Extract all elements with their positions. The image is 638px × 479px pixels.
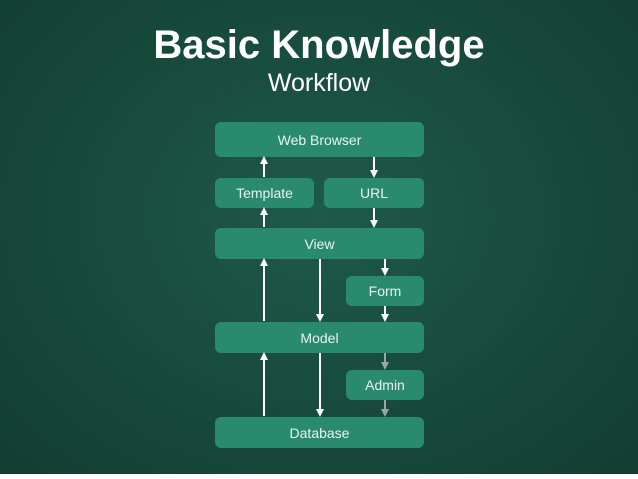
bottom-edge-strip — [0, 474, 638, 479]
slide-subtitle: Workflow — [267, 69, 371, 97]
admin-box: Admin — [346, 370, 424, 400]
model-box: Model — [215, 322, 424, 353]
template-box: Template — [215, 178, 314, 208]
web-browser-box: Web Browser — [215, 122, 424, 157]
slide-title: Basic Knowledge — [153, 23, 485, 67]
form-box: Form — [346, 276, 424, 306]
view-box: View — [215, 228, 424, 259]
url-box: URL — [324, 178, 424, 208]
database-box: Database — [215, 417, 424, 448]
